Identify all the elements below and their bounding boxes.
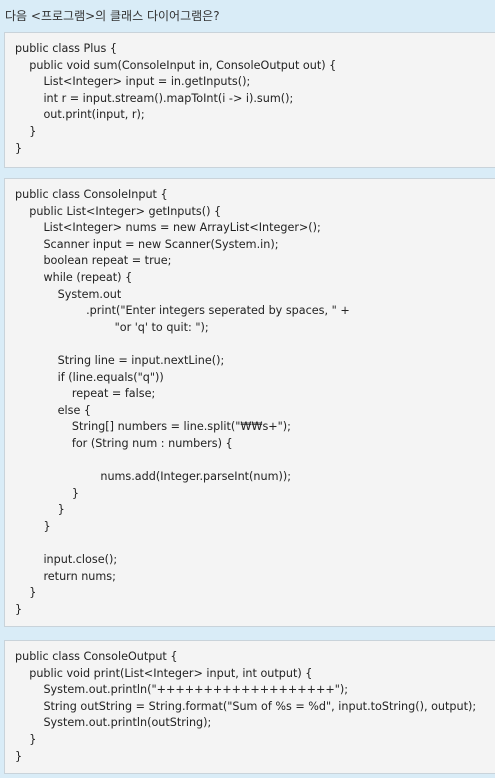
code-line: .print("Enter integers seperated by spac…	[15, 304, 350, 318]
code-line: }	[15, 519, 51, 533]
code-lines: public class ConsoleInput { public List<…	[15, 187, 350, 618]
code-line: int r = input.stream().mapToInt(i -> i).…	[15, 91, 294, 105]
code-line: if (line.equals("q"))	[15, 370, 164, 384]
code-line: }	[15, 602, 23, 616]
code-lines: public class ConsoleOutput { public void…	[15, 649, 476, 765]
code-line: List<Integer> nums = new ArrayList<Integ…	[15, 221, 321, 235]
code-line: Scanner input = new Scanner(System.in);	[15, 237, 279, 251]
code-line: for (String num : numbers) {	[15, 436, 233, 450]
code-line: System.out	[15, 287, 122, 301]
code-block-plus: public class Plus { public void sum(Cons…	[4, 32, 495, 168]
code-line: public class ConsoleInput {	[15, 188, 168, 201]
code-line: public void sum(ConsoleInput in, Console…	[15, 58, 337, 72]
code-line: String line = input.nextLine();	[15, 353, 225, 367]
code-line: }	[15, 124, 37, 138]
question-text: 다음 <프로그램>의 클래스 다이어그램은?	[5, 9, 220, 23]
code-line: while (repeat) {	[15, 270, 133, 284]
code-line: List<Integer> input = in.getInputs();	[15, 75, 251, 89]
code-line: public List<Integer> getInputs() {	[15, 204, 222, 218]
code-line: }	[15, 141, 23, 155]
code-line: public void print(List<Integer> input, i…	[15, 666, 313, 680]
code-line: String[] numbers = line.split("₩₩s+");	[15, 420, 291, 434]
code-line: return nums;	[15, 569, 116, 583]
code-line: String outString = String.format("Sum of…	[15, 699, 477, 713]
code-line: boolean repeat = true;	[15, 254, 172, 268]
code-line: }	[15, 486, 80, 500]
code-line: input.close();	[15, 553, 118, 567]
code-line: }	[15, 586, 37, 600]
code-line: System.out.println("+++++++++++++++++++"…	[15, 683, 348, 697]
code-line	[15, 535, 350, 552]
code-line: }	[15, 503, 65, 517]
code-block-console-output: public class ConsoleOutput { public void…	[4, 640, 495, 774]
code-line: else {	[15, 403, 92, 417]
code-line: public class Plus {	[15, 42, 117, 55]
code-line	[15, 453, 350, 470]
code-line: }	[15, 749, 23, 763]
code-lines: public class Plus { public void sum(Cons…	[15, 41, 336, 157]
code-line: }	[15, 732, 37, 746]
code-block-console-input: public class ConsoleInput { public List<…	[4, 178, 495, 627]
code-line: out.print(input, r);	[15, 108, 145, 122]
code-line	[15, 336, 350, 353]
code-line: repeat = false;	[15, 387, 156, 401]
code-line: nums.add(Integer.parseInt(num));	[15, 470, 291, 484]
code-line: "or 'q' to quit: ");	[15, 320, 209, 334]
code-line: public class ConsoleOutput {	[15, 650, 178, 663]
code-line: System.out.println(outString);	[15, 716, 212, 730]
